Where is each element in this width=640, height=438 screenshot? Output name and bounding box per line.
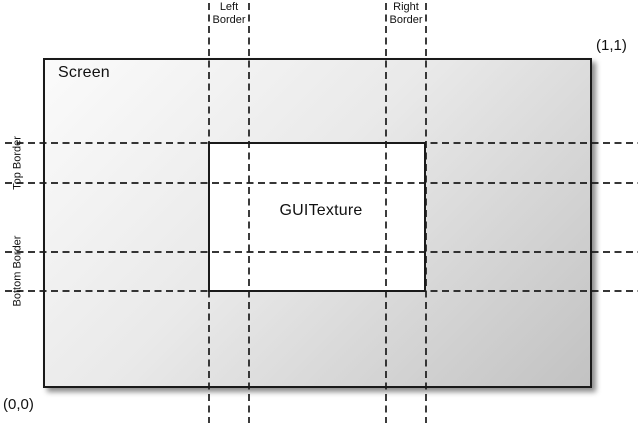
right-border-label-line1: Right	[393, 1, 419, 13]
right-border-label-line2: Border	[389, 14, 423, 26]
coordinate-label-bottom-left: (0,0)	[3, 396, 34, 413]
coordinate-label-top-right: (1,1)	[596, 37, 627, 54]
top-border-label-line1: Top	[11, 172, 24, 190]
guitexture-rect: GUITexture	[208, 142, 426, 292]
bottom-border-label-line2: Border	[11, 235, 24, 269]
left-border-label: Left Border	[203, 1, 255, 27]
bottom-border-label-line1: Bottom	[11, 271, 24, 307]
left-border-label-line1: Left	[219, 1, 239, 13]
top-border-label-line2: Border	[11, 136, 24, 170]
screen-label: Screen	[58, 64, 110, 81]
left-border-label-line2: Border	[212, 14, 246, 26]
bottom-border-label: Bottom Border	[12, 236, 25, 307]
guitexture-label: GUITexture	[279, 202, 363, 219]
right-border-label: Right Border	[380, 1, 432, 27]
top-border-label: Top Border	[12, 136, 25, 190]
